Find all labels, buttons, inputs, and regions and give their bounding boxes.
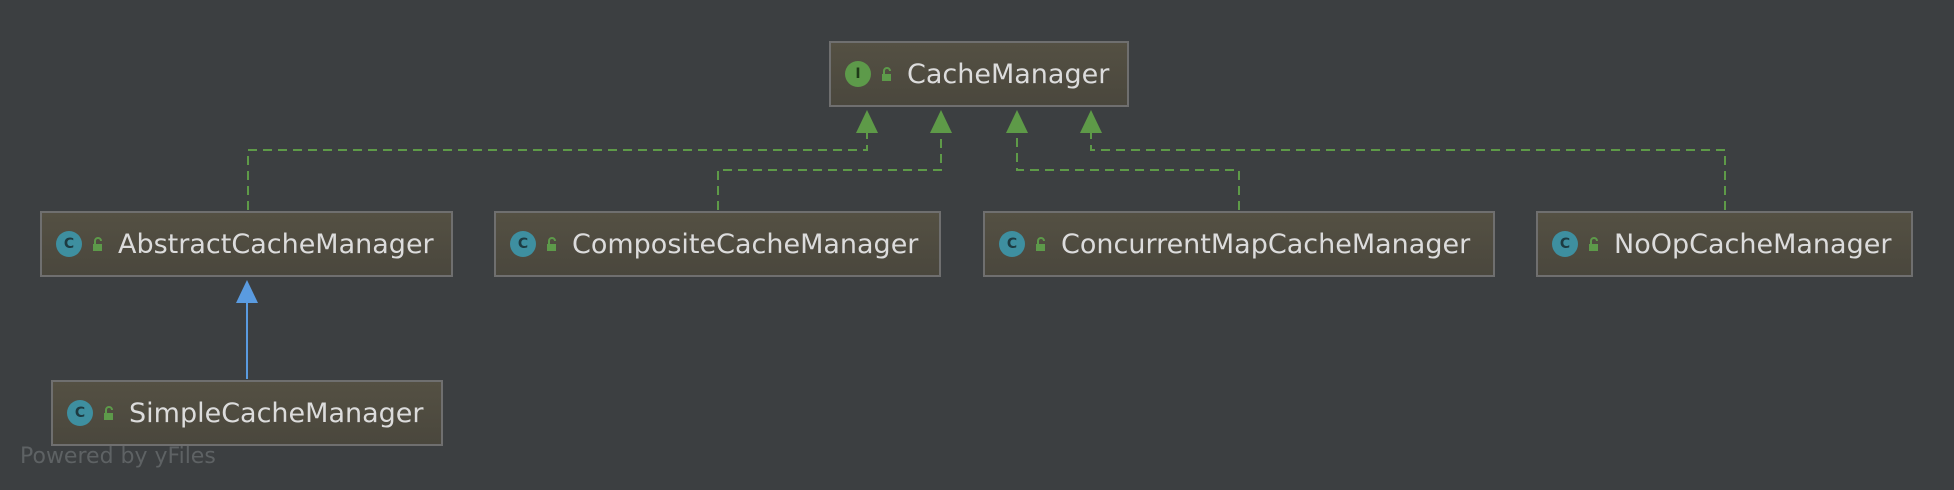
- edge-composite-implements: [717, 132, 942, 210]
- node-noop-cache-manager[interactable]: C NoOpCacheManager: [1536, 211, 1913, 277]
- edge-abstract-implements: [247, 132, 868, 210]
- unlock-icon: [1036, 237, 1045, 251]
- node-simple-cache-manager[interactable]: C SimpleCacheManager: [51, 380, 443, 446]
- edge-concurrent-implements: [1016, 132, 1240, 210]
- arrowhead-implements-3: [1006, 110, 1028, 133]
- node-concurrent-map-cache-manager[interactable]: C ConcurrentMapCacheManager: [983, 211, 1495, 277]
- node-label: SimpleCacheManager: [129, 397, 424, 429]
- arrowhead-implements-4: [1080, 110, 1102, 133]
- class-icon: C: [1552, 231, 1578, 257]
- powered-by-label: Powered by yFiles: [20, 444, 216, 469]
- unlock-icon: [547, 237, 556, 251]
- node-cache-manager[interactable]: I CacheManager: [829, 41, 1129, 107]
- unlock-icon: [1589, 237, 1598, 251]
- arrowhead-implements-2: [930, 110, 952, 133]
- node-abstract-cache-manager[interactable]: C AbstractCacheManager: [40, 211, 453, 277]
- class-icon: C: [67, 400, 93, 426]
- class-icon: C: [999, 231, 1025, 257]
- arrowhead-implements-1: [856, 110, 878, 133]
- node-label: ConcurrentMapCacheManager: [1061, 228, 1471, 260]
- interface-icon: I: [845, 61, 871, 87]
- unlock-icon: [104, 406, 113, 420]
- abstract-class-icon: C: [56, 231, 82, 257]
- node-label: CacheManager: [907, 58, 1110, 90]
- class-icon: C: [510, 231, 536, 257]
- unlock-icon: [882, 67, 891, 81]
- node-label: NoOpCacheManager: [1614, 228, 1892, 260]
- edge-noop-implements: [1090, 132, 1726, 210]
- node-label: AbstractCacheManager: [118, 228, 434, 260]
- unlock-icon: [93, 237, 102, 251]
- node-label: CompositeCacheManager: [572, 228, 919, 260]
- arrowhead-extends: [236, 280, 258, 303]
- node-composite-cache-manager[interactable]: C CompositeCacheManager: [494, 211, 941, 277]
